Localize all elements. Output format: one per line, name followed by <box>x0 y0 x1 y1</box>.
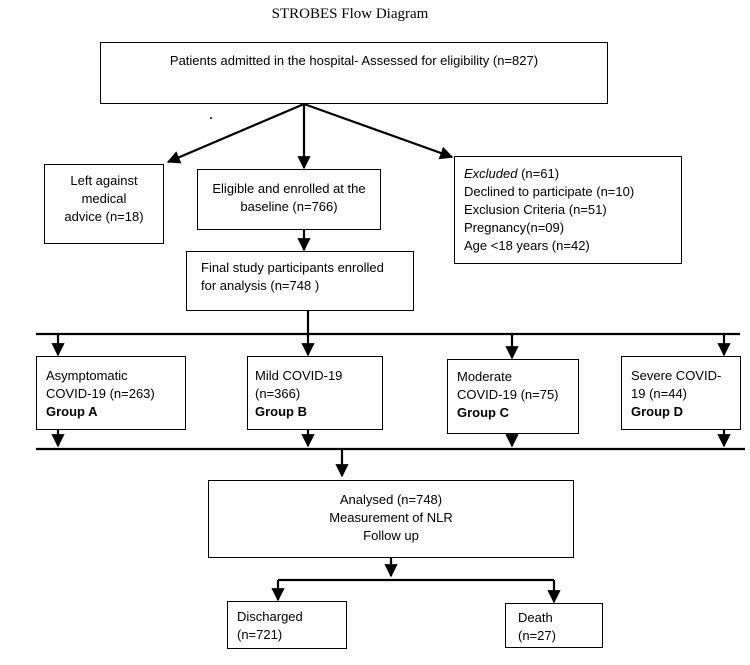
group-b-line-2: (n=366) <box>255 386 301 401</box>
excluded-box: Excluded (n=61) Declined to participate … <box>454 156 682 264</box>
excluded-line-2: Exclusion Criteria (n=51) <box>464 202 607 217</box>
enrolled-line-1: Eligible and enrolled at the <box>212 181 366 196</box>
group-d-line-1: Severe COVID- <box>631 368 722 383</box>
group-d-line-2: 19 (n=44) <box>631 386 688 401</box>
excluded-heading-count: (n=61) <box>517 166 560 181</box>
assessed-text: Patients admitted in the hospital- Asses… <box>169 53 539 68</box>
group-c-label: Group C <box>457 405 509 420</box>
excluded-line-1: Declined to participate (n=10) <box>464 184 635 199</box>
discharged-line-1: Discharged <box>237 609 303 624</box>
arrow-to-left-advice <box>166 102 305 164</box>
left-advice-line-2: medical <box>81 191 127 206</box>
analysed-line-2: Measurement of NLR <box>329 510 453 525</box>
diagram-title: STROBES Flow Diagram <box>271 6 429 22</box>
death-line-1: Death <box>518 610 553 625</box>
group-b-box: Mild COVID-19 (n=366) Group B <box>247 356 383 430</box>
discharged-line-2: (n=721) <box>237 627 283 642</box>
final-box: Final study participants enrolled for an… <box>186 251 414 311</box>
group-d-box: Severe COVID- 19 (n=44) Group D <box>621 356 741 430</box>
group-c-line-2: COVID-19 (n=75) <box>457 387 559 402</box>
final-line-2: for analysis (n=748 ) <box>201 278 320 293</box>
death-box: Death (n=27) <box>505 603 603 648</box>
stray-dot <box>210 117 212 119</box>
group-a-label: Group A <box>46 404 98 419</box>
death-line-2: (n=27) <box>518 628 556 643</box>
group-d-label: Group D <box>631 404 683 419</box>
left-advice-line-1: Left against <box>70 173 138 188</box>
group-c-line-1: Moderate <box>457 369 512 384</box>
analysed-box: Analysed (n=748) Measurement of NLR Foll… <box>208 480 574 558</box>
group-b-label: Group B <box>255 404 307 419</box>
group-b-line-1: Mild COVID-19 <box>255 368 343 383</box>
assessed-box: Patients admitted in the hospital- Asses… <box>100 42 608 104</box>
excluded-heading: Excluded <box>464 166 518 181</box>
group-a-box: Asymptomatic COVID-19 (n=263) Group A <box>36 356 186 430</box>
final-line-1: Final study participants enrolled <box>201 260 384 275</box>
group-a-line-1: Asymptomatic <box>46 368 128 383</box>
analysed-line-1: Analysed (n=748) <box>339 492 443 507</box>
enrolled-box: Eligible and enrolled at the baseline (n… <box>197 169 381 230</box>
arrow-to-excluded <box>303 102 454 160</box>
excluded-line-3: Pregnancy(n=09) <box>464 220 565 235</box>
enrolled-line-2: baseline (n=766) <box>240 199 338 214</box>
left-advice-box: Left against medical advice (n=18) <box>44 164 164 244</box>
excluded-heading-line: Excluded (n=61) <box>464 165 681 183</box>
group-a-line-2: COVID-19 (n=263) <box>46 386 155 401</box>
excluded-line-4: Age <18 years (n=42) <box>464 238 590 253</box>
group-c-box: Moderate COVID-19 (n=75) Group C <box>447 359 579 434</box>
analysed-line-3: Follow up <box>363 528 419 543</box>
left-advice-line-3: advice (n=18) <box>64 209 144 224</box>
discharged-box: Discharged (n=721) <box>227 601 347 649</box>
